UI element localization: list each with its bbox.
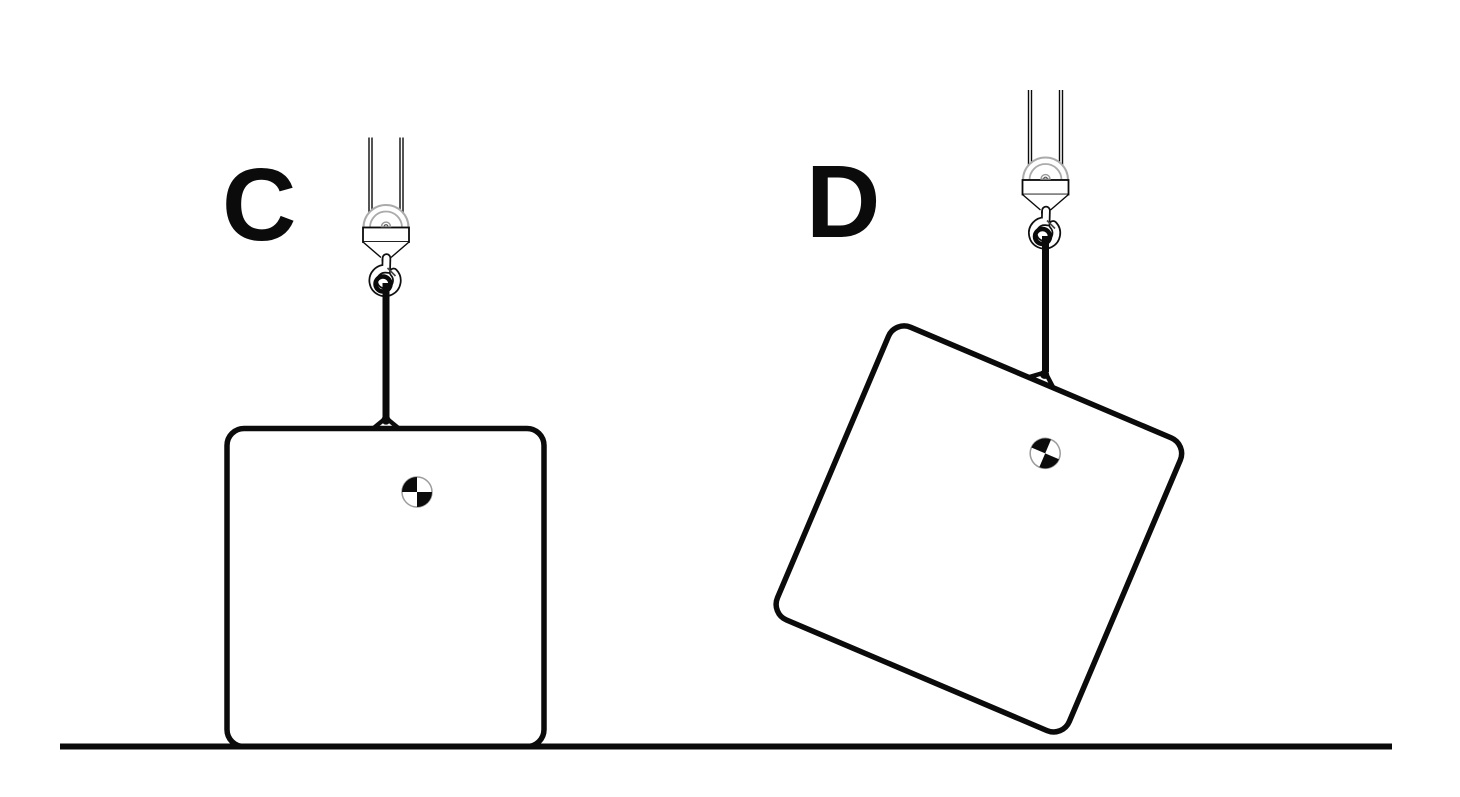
sling-loop-c xyxy=(373,274,393,294)
center-of-gravity-icon-c xyxy=(401,476,433,508)
scenario-c: C xyxy=(222,138,547,750)
scenario-c-label: C xyxy=(222,147,296,262)
sling-loop-d xyxy=(1032,226,1053,247)
scenario-d: D xyxy=(773,90,1185,735)
load-box-c xyxy=(224,425,547,750)
crane-hook-assembly-d xyxy=(1023,90,1069,245)
load-box-d xyxy=(773,323,1185,735)
tilted-load-group-d xyxy=(773,323,1185,735)
scenario-d-label: D xyxy=(806,144,880,259)
crane-hook-assembly-c xyxy=(363,138,409,293)
